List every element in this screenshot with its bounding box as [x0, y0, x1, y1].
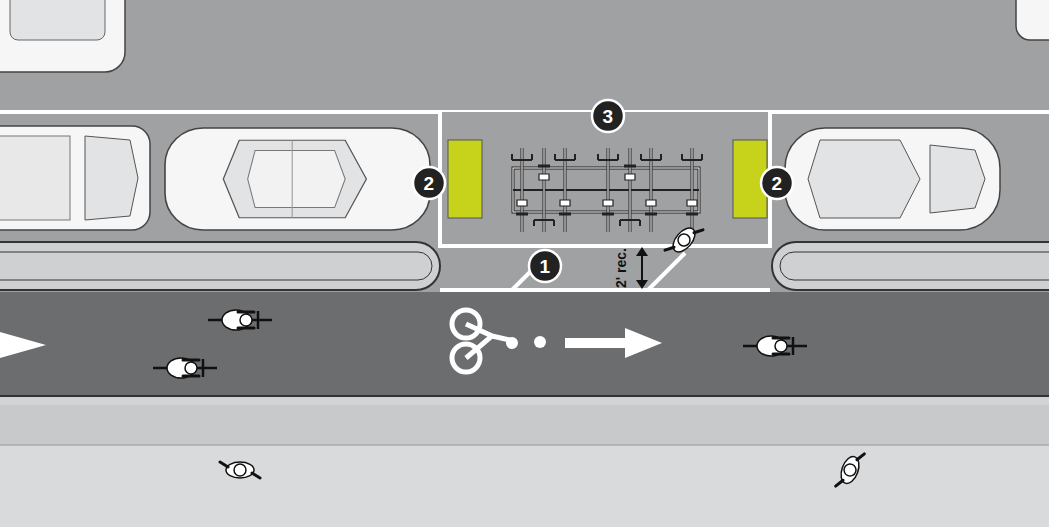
pickup-truck — [0, 126, 150, 230]
dimension-arrow — [636, 247, 648, 289]
car-top-left — [0, 0, 125, 72]
car-right — [785, 128, 1000, 230]
callout-number: 2 — [424, 174, 435, 193]
callout-number: 1 — [540, 257, 551, 276]
dimension-label: 2' rec. — [614, 248, 628, 288]
callout-number: 2 — [772, 174, 783, 193]
wheel-stop — [448, 140, 482, 218]
callout-circle — [413, 100, 793, 282]
bike-rack — [512, 148, 702, 232]
car-top-right — [1016, 0, 1049, 40]
bike-lane-symbol — [452, 310, 546, 372]
callout-number: 3 — [603, 107, 614, 126]
